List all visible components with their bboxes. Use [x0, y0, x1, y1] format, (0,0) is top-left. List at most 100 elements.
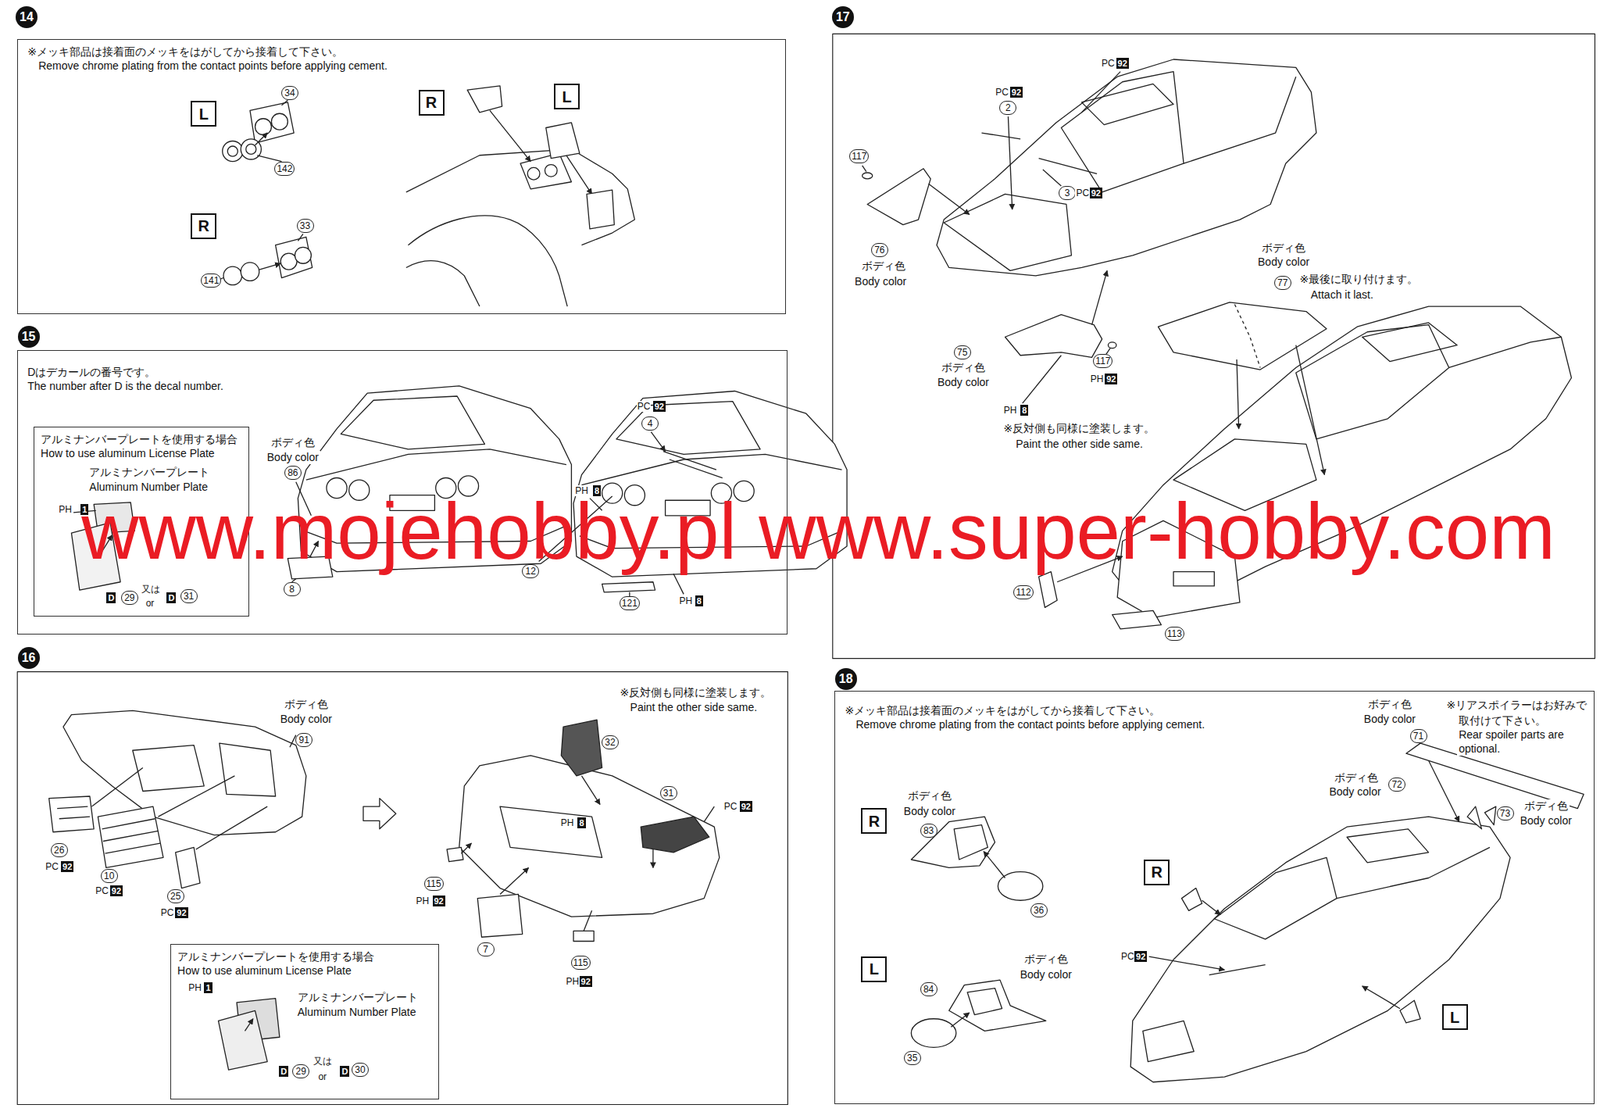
- line-art: [281, 100, 288, 106]
- callout-number: 77: [1274, 275, 1292, 290]
- line-art: [1005, 314, 1103, 358]
- callout-number: 115: [424, 876, 444, 891]
- line-art: [97, 806, 164, 868]
- callout-number: 72: [1388, 777, 1406, 792]
- watermark: www.mojehobby.pl www.super-hobby.com: [81, 492, 1556, 572]
- line-art: [546, 122, 580, 159]
- color-label: ボディ色: [1522, 799, 1570, 813]
- side-marker: R: [190, 213, 217, 240]
- callout-number: 75: [953, 345, 972, 360]
- callout-number: 117: [1092, 353, 1113, 368]
- line-art: [910, 816, 995, 868]
- color-label: Body color: [1518, 814, 1574, 828]
- callout-number: 112: [1013, 585, 1033, 600]
- paint-code: D: [339, 1065, 350, 1077]
- line-art: [59, 816, 90, 819]
- car-body: [910, 742, 1584, 1083]
- callout-number: 35: [903, 1050, 922, 1065]
- paint-code: 92: [739, 800, 753, 812]
- line-art: [105, 842, 161, 854]
- line-art: [602, 582, 656, 593]
- line-art: [862, 165, 867, 172]
- paint-code: 1: [203, 982, 212, 993]
- note-text: optional.: [1457, 742, 1502, 756]
- callout-number: 29: [292, 1064, 310, 1079]
- step-number: 17: [832, 6, 854, 29]
- paint-code: 8: [695, 595, 704, 607]
- paint-prefix: PC: [94, 885, 110, 897]
- callout-number: 142: [274, 161, 295, 176]
- line-art: [1183, 76, 1297, 164]
- line-art: [673, 573, 684, 594]
- line-art: [560, 719, 602, 776]
- line-art: [943, 193, 1072, 271]
- side-marker: L: [190, 100, 217, 127]
- line-art: [175, 846, 200, 888]
- paint-code: 92: [110, 885, 123, 897]
- node-text: L: [1450, 1008, 1460, 1026]
- line-art: [1406, 742, 1584, 809]
- side-marker: R: [418, 89, 445, 116]
- node-text: ※メッキ部品は接着面のメッキをはがしてから接着して下さい。: [27, 44, 343, 59]
- color-label: Body color: [1327, 785, 1383, 799]
- line-art: [1296, 345, 1325, 475]
- color-label: ボディ色: [269, 435, 317, 450]
- note-text: Aluminum Number Plate: [296, 1005, 418, 1019]
- callout-number: 83: [920, 823, 938, 838]
- step-number: 18: [835, 667, 858, 690]
- line-art: [1467, 806, 1482, 829]
- line-art: [406, 260, 480, 307]
- callout-number: 25: [167, 889, 185, 904]
- paint-code: 8: [1020, 404, 1029, 416]
- line-art: [244, 1018, 253, 1032]
- paint-code: 92: [432, 895, 446, 907]
- line-art: [1449, 336, 1562, 368]
- step-panel: ※メッキ部品は接着面のメッキをはがしてから接着して下さい。Remove chro…: [17, 39, 786, 315]
- line-art: [406, 149, 636, 246]
- paint-prefix: PC: [636, 400, 652, 412]
- node-text: R: [425, 93, 437, 111]
- callout-number: 91: [295, 732, 313, 747]
- line-art: [1107, 342, 1116, 349]
- node-text: L: [869, 960, 879, 978]
- line-art: [460, 842, 472, 854]
- line-art: [544, 164, 558, 178]
- line-art: [586, 189, 615, 229]
- node-text: The number after D is the decal number.: [27, 378, 224, 393]
- line-art: [227, 146, 238, 157]
- line-art: [1081, 71, 1121, 113]
- node-text: Remove chrome plating from the contact p…: [38, 58, 388, 73]
- step-number: 14: [15, 6, 38, 29]
- node-text: R: [1150, 863, 1162, 881]
- callout-number: 71: [1410, 728, 1428, 743]
- paint-code: 92: [1089, 187, 1103, 199]
- paint-code: D: [166, 592, 176, 604]
- line-art: [240, 262, 260, 282]
- line-art: [1484, 806, 1496, 825]
- line-art: [669, 459, 723, 479]
- line-art: [936, 59, 1317, 276]
- callout-number: 115: [571, 955, 591, 970]
- frames: [17, 33, 1595, 1104]
- node-text: アルミナンバープレートを使用する場合: [177, 949, 375, 964]
- line-art: [1236, 359, 1240, 429]
- callout-number: 73: [1496, 806, 1515, 821]
- node-text: L: [562, 88, 572, 106]
- bumper-parts: [49, 710, 720, 1070]
- paint-prefix: PH: [564, 975, 580, 987]
- line-art: [297, 233, 304, 241]
- paint-code: 8: [577, 817, 586, 829]
- line-art: [1209, 964, 1266, 975]
- node-text: Dはデカールの番号です。: [27, 364, 156, 379]
- line-art: [157, 775, 235, 817]
- line-art: [1106, 348, 1111, 355]
- node-text: 14: [19, 10, 34, 25]
- line-art: [950, 1012, 970, 1027]
- callout-number: 2: [999, 100, 1017, 115]
- line-art: [616, 401, 761, 455]
- callout-number: 34: [281, 85, 299, 100]
- line-art: [1142, 1020, 1194, 1061]
- paint-code: 92: [653, 400, 666, 412]
- node-text: L: [199, 105, 209, 123]
